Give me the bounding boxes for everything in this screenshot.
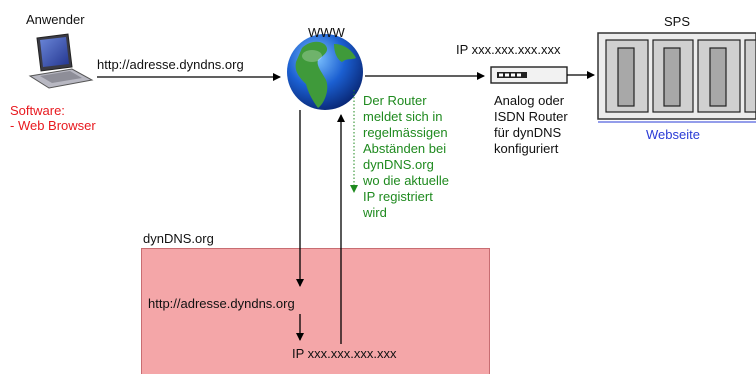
client-title: Anwender (26, 12, 85, 27)
software-item: - Web Browser (10, 118, 96, 133)
dyndns-title: dynDNS.org (143, 231, 214, 246)
www-label: WWW (308, 25, 345, 40)
plc-rack-icon (597, 32, 756, 120)
globe-icon (287, 34, 363, 110)
dyndns-server-box (141, 248, 490, 374)
plc-title: SPS (664, 14, 691, 29)
dyndns-url: http://adresse.dyndns.org (148, 296, 295, 311)
laptop-icon (28, 33, 94, 89)
request-url-label: http://adresse.dyndns.org (97, 57, 244, 72)
registration-note: Der Router meldet sich in regelmässigen … (363, 93, 449, 220)
router-description: Analog oder ISDN Router für dynDNS konfi… (494, 93, 568, 156)
router-icon (490, 66, 568, 84)
router-ip-label: IP xxx.xxx.xxx.xxx (456, 42, 561, 57)
webseite-caption: Webseite (646, 127, 700, 142)
dyndns-ip: IP xxx.xxx.xxx.xxx (292, 346, 397, 361)
software-label: Software: (10, 103, 65, 118)
